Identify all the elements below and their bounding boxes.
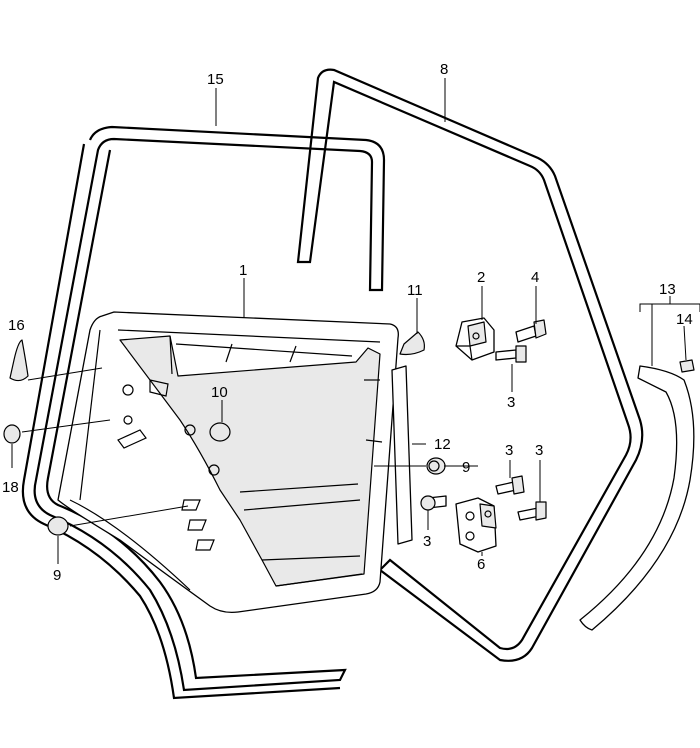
part-3-bolt-lower-c [420, 495, 447, 511]
callout-3d: 3 [423, 533, 431, 550]
callout-10: 10 [211, 384, 228, 401]
callout-6: 6 [477, 556, 485, 573]
callout-4: 4 [531, 269, 539, 286]
part-9-grommet-lower [47, 516, 69, 536]
callout-9a: 9 [462, 459, 470, 476]
callout-3b: 3 [505, 442, 513, 459]
callout-11: 11 [407, 282, 423, 299]
callout-12: 12 [434, 436, 451, 453]
part-14-clip [679, 359, 695, 373]
part-18-plug [3, 424, 21, 444]
callout-labels: 15 8 1 2 4 11 13 14 16 3 10 12 3 3 9 18 … [2, 61, 693, 584]
callout-18: 18 [2, 479, 19, 496]
callout-9b: 9 [53, 567, 61, 584]
callout-8: 8 [440, 61, 448, 78]
callout-14: 14 [676, 311, 693, 328]
leader-lines [11, 78, 700, 564]
part-3-bolt-lower-b [517, 501, 547, 521]
part-9-grommet-upper [426, 457, 446, 475]
part-10-plug [209, 422, 231, 442]
callout-3c: 3 [535, 442, 543, 459]
part-8-window-seal [296, 68, 644, 662]
part-1-door-panel [57, 311, 399, 614]
part-13-arch-trim [579, 365, 695, 631]
part-11-trim-cap [399, 331, 425, 356]
part-4-bolt-upper [515, 319, 547, 343]
part-15-frame-seal [21, 125, 386, 700]
callout-1: 1 [239, 262, 247, 279]
callout-2: 2 [477, 269, 485, 286]
part-3-bolt-lower-a [495, 475, 525, 495]
part-2-upper-hinge [455, 317, 495, 361]
part-6-lower-hinge [455, 497, 497, 553]
callout-15: 15 [207, 71, 224, 88]
callout-3a: 3 [507, 394, 515, 411]
callout-16: 16 [8, 317, 25, 334]
part-16-cap [9, 339, 29, 382]
part-3-bolt-upper [495, 345, 527, 363]
part-12-edge-strip [391, 365, 413, 545]
callout-13: 13 [659, 281, 676, 298]
